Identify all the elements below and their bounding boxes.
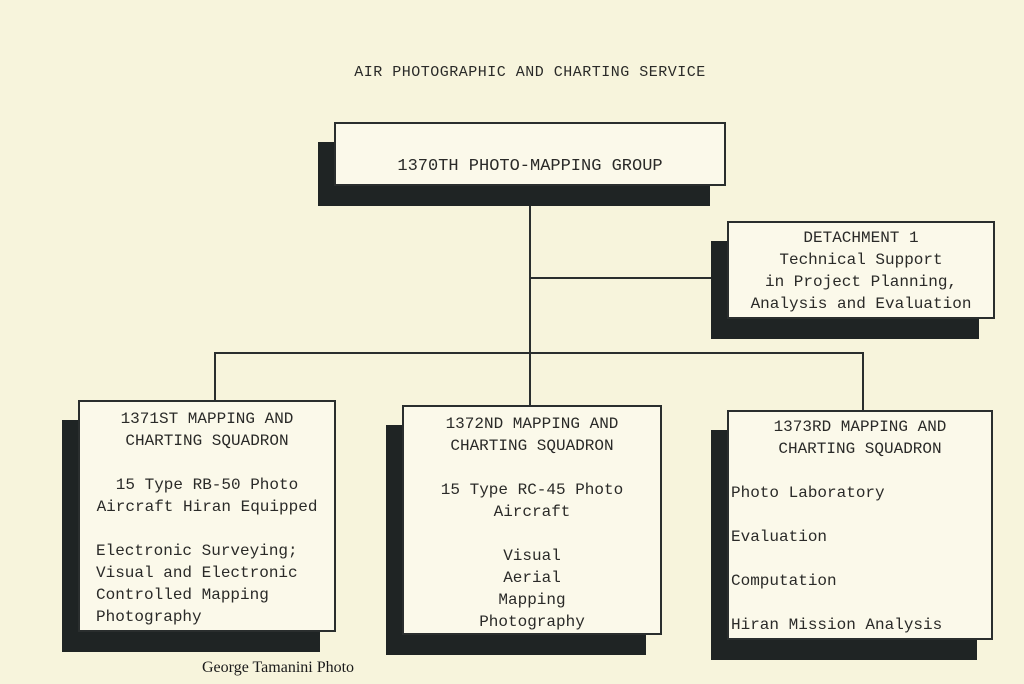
mission-line: Controlled Mapping (96, 586, 269, 604)
squadron-box-1371: 1371ST MAPPING AND CHARTING SQUADRON 15 … (78, 400, 336, 632)
connector-line (530, 277, 728, 279)
group-box: 1370TH PHOTO-MAPPING GROUP (334, 122, 726, 186)
squadron-header: CHARTING SQUADRON (450, 437, 614, 455)
connector-line (214, 352, 864, 354)
detachment-box: DETACHMENT 1 Technical Support in Projec… (727, 221, 995, 319)
mission-line: Mapping (498, 591, 566, 609)
group-label: 1370TH PHOTO-MAPPING GROUP (397, 157, 663, 176)
function-line: Photo Laboratory (731, 484, 885, 502)
mission-line: Electronic Surveying; (96, 542, 298, 560)
aircraft-line: Aircraft (493, 503, 571, 521)
function-line: Hiran Mission Analysis (731, 616, 943, 634)
detachment-line: in Project Planning, (764, 273, 958, 291)
aircraft-line: 15 Type RC-45 Photo (440, 481, 624, 499)
connector-line (862, 352, 864, 412)
mission-line: Photography (96, 608, 202, 626)
connector-line (214, 352, 216, 402)
mission-line: Photography (479, 613, 585, 631)
squadron-box-1373: 1373RD MAPPING AND CHARTING SQUADRON Pho… (727, 410, 993, 640)
squadron-header: 1372ND MAPPING AND (445, 415, 619, 433)
squadron-header: CHARTING SQUADRON (125, 432, 289, 450)
mission-line: Visual and Electronic (96, 564, 298, 582)
photo-credit: George Tamanini Photo (202, 659, 355, 676)
mission-line: Visual (503, 547, 561, 565)
squadron-header: 1371ST MAPPING AND (120, 410, 294, 428)
mission-line: Aerial (503, 569, 561, 587)
detachment-line: Analysis and Evaluation (750, 295, 972, 313)
connector-line (529, 200, 531, 405)
detachment-line: Technical Support (779, 251, 943, 269)
detachment-title: DETACHMENT 1 (803, 229, 919, 247)
squadron-box-1372: 1372ND MAPPING AND CHARTING SQUADRON 15 … (402, 405, 662, 635)
chart-title: AIR PHOTOGRAPHIC AND CHARTING SERVICE (354, 64, 706, 81)
function-line: Evaluation (731, 528, 828, 546)
aircraft-line: Aircraft Hiran Equipped (96, 498, 318, 516)
squadron-header: 1373RD MAPPING AND (773, 418, 947, 436)
aircraft-line: 15 Type RB-50 Photo (115, 476, 299, 494)
squadron-header: CHARTING SQUADRON (778, 440, 942, 458)
function-line: Computation (731, 572, 837, 590)
